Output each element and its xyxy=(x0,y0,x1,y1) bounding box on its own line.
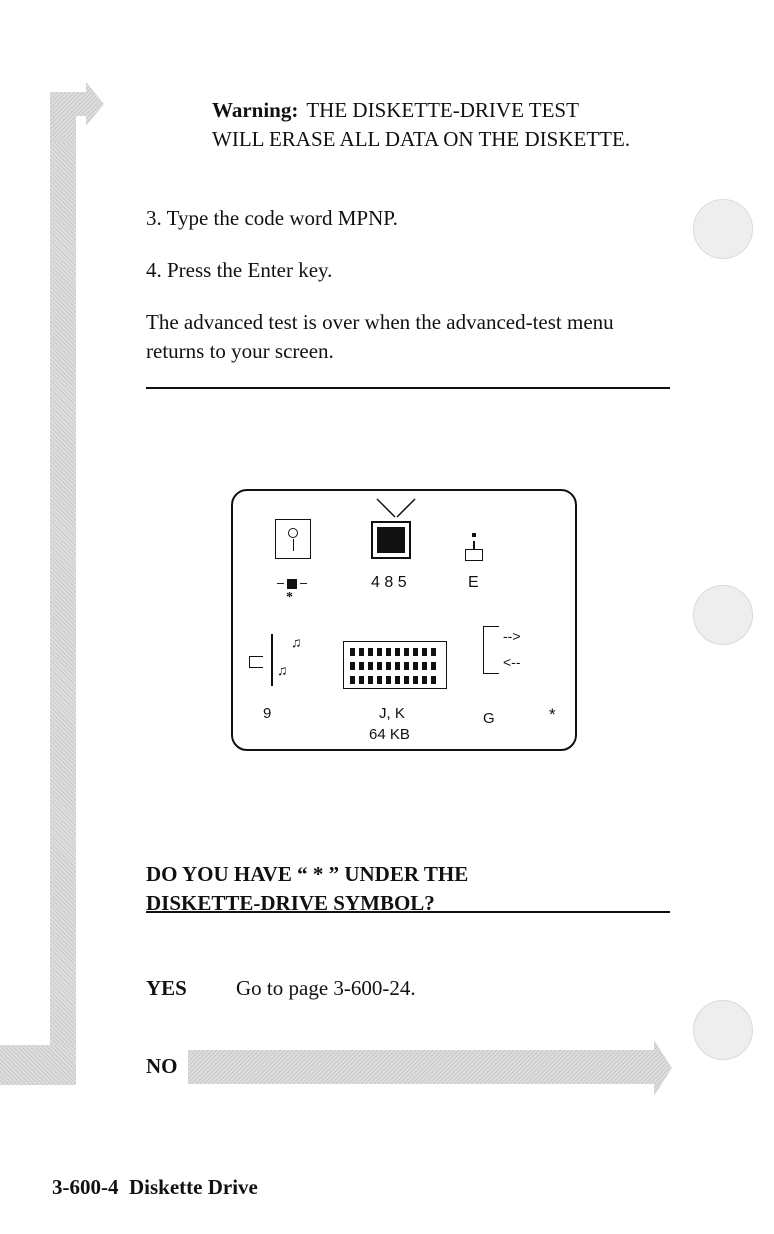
printer-icon xyxy=(465,533,483,561)
punch-hole-middle xyxy=(693,585,753,645)
screen-diagram: * 4 8 5 E ♫ ♫ 9 J, K 64 KB --> <- xyxy=(231,489,577,751)
monitor-icon xyxy=(371,521,411,559)
code-8: 8 xyxy=(384,574,394,591)
punch-hole-top xyxy=(693,199,753,259)
screen-asterisk: * xyxy=(549,705,556,724)
keylock-status-icon xyxy=(287,579,297,589)
keyboard-codes: J, K xyxy=(379,705,405,722)
question-underline xyxy=(146,911,670,913)
keylock-icon xyxy=(275,519,311,559)
display-codes: 4 8 5 xyxy=(371,574,407,592)
warning-block: Warning:THE DISKETTE-DRIVE TEST WILL ERA… xyxy=(212,96,632,154)
speaker-icon: ♫ ♫ xyxy=(249,626,321,694)
step-3: 3. Type the code word MPNP. xyxy=(146,206,398,230)
warning-label: Warning: xyxy=(212,98,299,122)
code-4: 4 xyxy=(371,574,380,591)
printer-code: E xyxy=(468,574,479,591)
memory-size: 64 KB xyxy=(369,726,410,743)
communications-icon: --> <-- xyxy=(483,626,563,678)
page-footer: 3-600-4 Diskette Drive xyxy=(52,1175,258,1199)
speaker-code: 9 xyxy=(263,705,272,722)
communications-code: G xyxy=(483,710,495,727)
code-5: 5 xyxy=(397,574,407,591)
yes-text: Go to page 3-600-24. xyxy=(236,976,416,1000)
monitor-rays-icon xyxy=(376,498,416,518)
step-4: 4. Press the Enter key. xyxy=(146,258,333,282)
code-k: K xyxy=(394,705,405,722)
warning-text: THE DISKETTE-DRIVE TEST WILL ERASE ALL D… xyxy=(212,98,631,151)
question: DO YOU HAVE “ * ” UNDER THE DISKETTE-DRI… xyxy=(146,862,469,915)
keyboard-icon xyxy=(343,641,447,689)
no-label: NO xyxy=(146,1054,178,1078)
yes-label: YES xyxy=(146,976,187,1000)
flow-arrow-right-icon xyxy=(50,82,104,142)
code-j: J xyxy=(379,705,387,722)
no-arrow-right-icon xyxy=(188,1040,672,1096)
keylock-asterisk: * xyxy=(286,590,293,605)
completion-paragraph: The advanced test is over when the advan… xyxy=(146,310,614,363)
section-divider xyxy=(146,387,670,389)
flow-bar-bottom xyxy=(0,1045,76,1085)
flow-bar-vertical xyxy=(50,100,76,1085)
punch-hole-bottom xyxy=(693,1000,753,1060)
